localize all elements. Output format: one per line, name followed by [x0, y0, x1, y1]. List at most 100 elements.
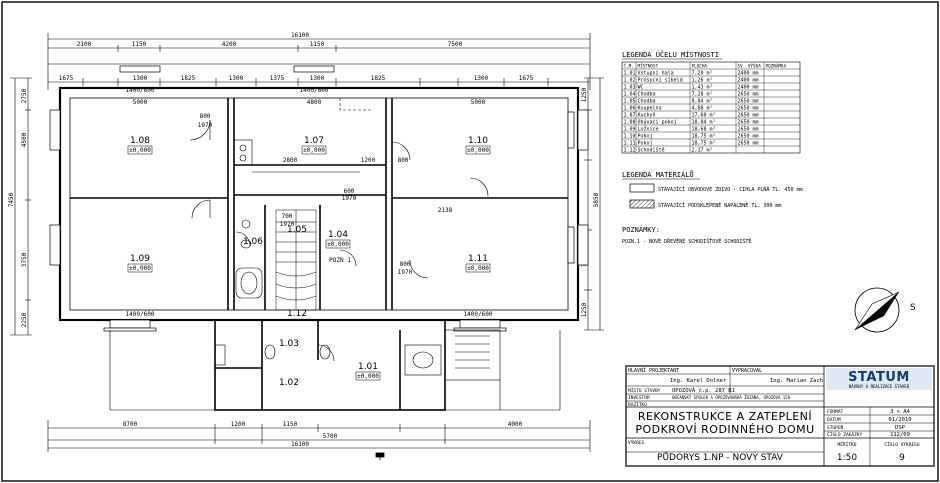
room-1-07-area: ±0,000 — [303, 147, 325, 154]
left-dim-2: 4500 — [21, 132, 28, 147]
legend-cell: 2400 mm — [738, 70, 759, 76]
legend-cell: Schodiště — [638, 146, 665, 153]
top-dim-4: 1150 — [310, 41, 325, 48]
inner-dim-1: 5000 — [133, 99, 148, 106]
tb-location-label: MÍSTO STAVBY — [628, 386, 661, 394]
door-label-8: 1970 — [342, 195, 357, 202]
tb-field-label-4: ČÍSLO ZAKÁZKY — [827, 430, 863, 438]
inner-dim-4: 2800 — [283, 157, 298, 164]
legend-cell: 18,75 m² — [692, 140, 716, 146]
tb-name-2: Ing. Marian Zach — [770, 378, 823, 384]
legend-cell: 1,43 m² — [692, 84, 713, 90]
tb-drawing-title: PŮDORYS 1.NP - NOVÝ STAV — [657, 451, 784, 463]
legend-table-border — [621, 61, 801, 154]
legend-cell: 1.11 — [624, 140, 636, 146]
title-block-text: HLAVNÍ PROJEKTANT VYPRACOVAL Ing. Karel … — [628, 366, 920, 463]
legend-cell: 7,28 m² — [692, 91, 713, 97]
right-dim-3: 5850 — [593, 192, 600, 207]
doors — [189, 119, 489, 279]
tb-role-1: HLAVNÍ PROJEKTANT — [628, 366, 679, 374]
second-dim-8: 1300 — [474, 75, 489, 82]
tb-field-value-4: 112/09 — [890, 432, 910, 438]
tb-scale: 1:50 — [837, 453, 857, 463]
door-label-3: 700 — [282, 213, 293, 220]
room-1-11-area: ±0,000 — [467, 265, 489, 272]
material-legend: LEGENDA MATERIÁLŮ STÁVAJÍCÍ OBVODOVÉ ZDI… — [622, 170, 803, 209]
tb-name-1: Ing. Karel Dolner — [670, 378, 727, 384]
inner-dim-7: 2138 — [438, 207, 453, 214]
room-1-10-num: 1.10 — [468, 136, 488, 146]
tb-sheet-label: ČÍSLO VÝKRESU — [884, 440, 920, 448]
tb-investor: OBČANSKÝ SPOLEK A OPOZOVANSKÁ ŽUZANA, OP… — [672, 395, 791, 400]
legend-cell: 2650 mm — [738, 119, 759, 125]
door-label-6: 1970 — [398, 269, 413, 276]
tb-field-label-2: DATUM — [827, 417, 841, 423]
door-label-7: 600 — [344, 188, 355, 195]
legend-header-cell: SV. VÝŠKA — [738, 62, 762, 69]
window-label-1: 1400/800 — [126, 87, 155, 94]
room-1-02-num: 1.02 — [279, 378, 299, 388]
window-label-4: 1400/600 — [126, 311, 155, 318]
legend-cell: Ložnice — [638, 125, 659, 132]
legend-cell: WC — [638, 84, 644, 90]
legend-header-cell: PLOCHA — [692, 63, 708, 69]
tb-stamp-label: RAZÍTKO — [628, 400, 647, 408]
top-windows — [119, 65, 335, 73]
legend-cell: 4,88 m² — [692, 105, 713, 111]
annex-walls — [214, 319, 446, 411]
legend-cell: 0,84 m² — [692, 98, 713, 104]
tb-scale-label: MĚŘÍTKO — [838, 440, 857, 448]
legend-cell: 1.10 — [624, 133, 636, 139]
legend-cell: 1.02 — [624, 77, 636, 83]
legend-header-cell: POZNÁMKA — [766, 62, 787, 69]
legend-cell: Koupelna — [638, 105, 662, 111]
tb-sheet: 9 — [899, 453, 905, 463]
material-swatch-1 — [629, 183, 655, 193]
outer-walls — [58, 86, 580, 322]
room-1-10-area: ±0,000 — [467, 147, 489, 154]
material-item-1: STÁVAJÍCÍ OBVODOVÉ ZDIVO - CIHLA PLNÁ TL… — [658, 185, 803, 193]
legend-cell: 1.08 — [624, 119, 636, 125]
legend-cell: 1.03 — [624, 84, 636, 90]
inner-dim-2: 4800 — [307, 99, 322, 106]
terrace-lines — [109, 330, 561, 411]
section-marker — [375, 452, 385, 460]
tb-location: OPOZOVÁ č.p. 287 B1 — [672, 387, 735, 394]
legend-cell: 2,17 m² — [692, 147, 713, 153]
top-dim-3: 4200 — [222, 41, 237, 48]
material-swatch-2 — [629, 199, 655, 209]
top-dim-1: 2100 — [77, 41, 92, 48]
left-dim-5: 3750 — [21, 252, 28, 267]
bottom-dim-1: 8700 — [123, 421, 138, 428]
top-dim-5: 7500 — [448, 41, 463, 48]
legend-cell: 2400 mm — [738, 84, 759, 90]
notes-text: POZN.1 - NOVÉ DŘEVĚNÉ SCHODIŠŤOVÉ SCHODI… — [622, 237, 751, 245]
bottom-dim-4: 4000 — [508, 421, 523, 428]
legend-cell: Chodba — [638, 98, 656, 104]
legend-cell: Prosycní síkeld — [638, 76, 683, 83]
room-legend-title: LEGENDA ÚČELU MÍSTNOSTI — [622, 50, 719, 59]
room-labels: 1.08 ±0,000 1.07 ±0,000 1.10 ±0,000 1.09… — [127, 136, 491, 388]
second-dim-6: 1300 — [310, 75, 325, 82]
legend-cell: 1.04 — [624, 91, 636, 97]
kitchen-counter — [233, 98, 372, 173]
window-label-2: 1400/800 — [300, 87, 329, 94]
bathroom-fixtures — [235, 219, 263, 299]
legend-cell: 1.12 — [624, 147, 636, 153]
legend-cell: 1,26 m² — [692, 77, 713, 83]
tb-project-title-1: REKONSTRUKCE A ZATEPLENÍ — [638, 410, 812, 423]
second-dim-3: 1825 — [181, 75, 196, 82]
room-1-09-num: 1.09 — [130, 254, 150, 264]
legend-cell: 1.06 — [624, 105, 636, 111]
legend-cell: 1.01 — [624, 70, 636, 76]
tb-drawing-label: VÝKRES — [628, 439, 645, 446]
legend-cell: 2650 mm — [738, 91, 759, 97]
room-1-07-num: 1.07 — [304, 136, 324, 146]
legend-cell: Chodba — [638, 91, 656, 97]
room-1-11-num: 1.11 — [468, 254, 488, 264]
second-dim-7: 1825 — [371, 75, 386, 82]
stair-note-label: POZN 1 — [329, 257, 351, 264]
left-dim-1: 2750 — [21, 88, 28, 103]
